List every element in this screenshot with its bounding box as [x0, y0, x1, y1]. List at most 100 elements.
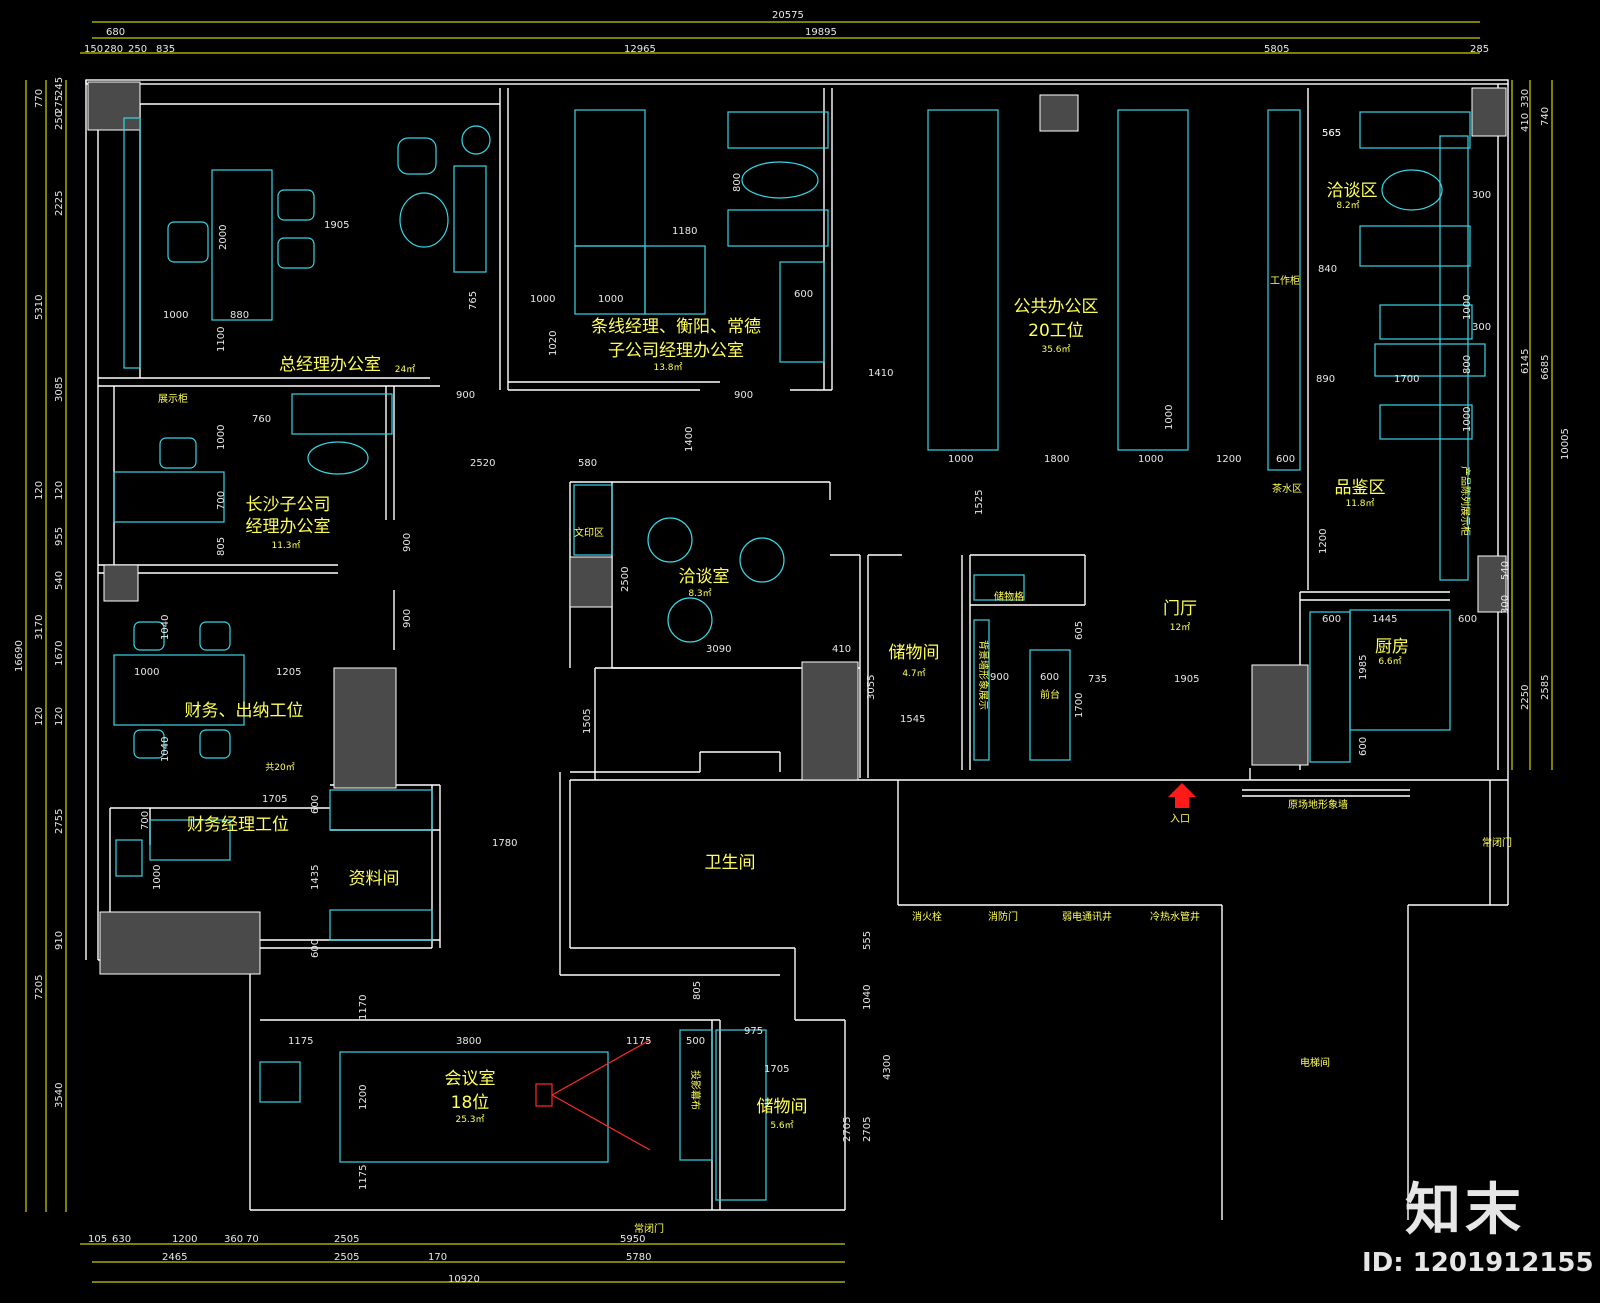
- dim-inner: 765: [468, 291, 479, 310]
- room-meeting-small: 洽谈室: [679, 567, 730, 587]
- dim-inner: 1000: [1164, 405, 1175, 430]
- bottom-dimension-labels: 105 630 1200 360 70 2505 5950 2465 2505 …: [88, 1234, 651, 1285]
- dim-inner: 600: [1040, 672, 1059, 683]
- dim-inner: 900: [456, 390, 475, 401]
- dim-inner: 1905: [324, 220, 349, 231]
- dim-inner: 1000: [163, 310, 188, 321]
- room-archives: 资料间: [349, 869, 400, 889]
- room-changsha: 长沙子公司: [246, 495, 331, 515]
- projector: [535, 1039, 651, 1151]
- dim-inner: 3055: [866, 675, 877, 700]
- room-negotiation-top: 洽谈区: [1327, 181, 1378, 201]
- room-kitchen: 厨房: [1375, 637, 1409, 657]
- room-line-managers-area: 13.8㎡: [653, 362, 682, 373]
- dim-inner: 700: [216, 491, 227, 510]
- dimension-lines: [25, 21, 1553, 1283]
- dim-inner: 4300: [882, 1055, 893, 1080]
- dim-top-680: 680: [106, 27, 125, 38]
- dim-inner: 1700: [1074, 693, 1085, 718]
- inner-dimension-labels: 1905 2000 880 1000 1100 765 900 1000 100…: [134, 128, 1491, 1190]
- room-finance-manager: 财务经理工位: [187, 815, 289, 835]
- dim-inner: 1435: [310, 865, 321, 890]
- label-fire-hydrant: 消火栓: [912, 910, 942, 923]
- dim-inner: 805: [216, 537, 227, 556]
- dim-bottom-70: 70: [246, 1234, 259, 1245]
- dim-inner: 1040: [160, 737, 171, 762]
- dim-top-12965: 12965: [624, 44, 656, 55]
- dim-inner: 975: [744, 1026, 763, 1037]
- dim-inner: 900: [402, 533, 413, 552]
- dim-top-5805: 5805: [1264, 44, 1289, 55]
- room-print-area: 文印区: [574, 526, 604, 539]
- misc-labels: 入口 原场地形象墙 常闭门 常闭门 消火栓 消防门 弱电通讯井 冷热水管井: [634, 798, 1512, 1235]
- dim-inner: 890: [1316, 374, 1335, 385]
- dim-inner: 1175: [358, 1165, 369, 1190]
- room-gm-office-area: 24㎡: [395, 364, 415, 375]
- dim-left-5310: 5310: [34, 295, 45, 320]
- dim-inner: 1200: [1216, 454, 1241, 465]
- room-kitchen-area: 6.6㎡: [1378, 656, 1401, 667]
- dim-inner: 900: [990, 672, 1009, 683]
- room-changsha-area: 11.3㎡: [271, 540, 300, 551]
- dim-inner: 1525: [974, 490, 985, 515]
- dim-inner: 1780: [492, 838, 517, 849]
- dim-inner: 1170: [358, 995, 369, 1020]
- room-tasting: 品鉴区: [1335, 478, 1386, 498]
- dim-top-250: 250: [128, 44, 147, 55]
- dim-inner: 1020: [548, 331, 559, 356]
- dim-right-300: 300: [1472, 190, 1491, 201]
- dim-bottom-1200: 1200: [172, 1234, 197, 1245]
- room-lobby-area: 12㎡: [1170, 622, 1190, 633]
- dim-left-955: 955: [54, 527, 65, 546]
- dim-inner: 800: [1462, 355, 1473, 374]
- dim-left-540: 540: [54, 571, 65, 590]
- dim-inner: 2520: [470, 458, 495, 469]
- entrance-arrow-icon: [1168, 783, 1196, 808]
- label-normally-closed-door-bottom: 常闭门: [634, 1222, 664, 1235]
- room-work-cabinet: 工作柜: [1270, 274, 1300, 287]
- dim-inner: 2705: [842, 1117, 853, 1142]
- dim-inner: 900: [734, 390, 753, 401]
- dim-bottom-2505b: 2505: [334, 1252, 359, 1263]
- dim-right-6685: 6685: [1540, 355, 1551, 380]
- room-finance: 财务、出纳工位: [185, 701, 304, 721]
- dim-right-6145: 6145: [1520, 349, 1531, 374]
- dim-inner: 600: [310, 939, 321, 958]
- dim-right-330: 330: [1520, 89, 1531, 108]
- dim-inner: 1175: [626, 1036, 651, 1047]
- dim-inner: 600: [310, 795, 321, 814]
- dim-left-275: 275: [54, 95, 65, 114]
- dim-inner: 1000: [530, 294, 555, 305]
- label-weak-current-shaft: 弱电通讯井: [1062, 910, 1112, 923]
- dim-inner: 900: [402, 609, 413, 628]
- dim-inner: 600: [1322, 614, 1341, 625]
- dim-left-2755: 2755: [54, 809, 65, 834]
- dim-inner: 1000: [1462, 295, 1473, 320]
- room-tea-area: 茶水区: [1272, 482, 1302, 495]
- dim-inner: 800: [732, 173, 743, 192]
- room-elevator-hall: 电梯间: [1300, 1056, 1330, 1069]
- dim-inner: 500: [686, 1036, 705, 1047]
- dim-bottom-360: 360: [224, 1234, 243, 1245]
- columns: [87, 81, 1507, 975]
- dim-inner: 760: [252, 414, 271, 425]
- dim-right-540: 540: [1500, 561, 1511, 580]
- dim-bottom-10920: 10920: [448, 1274, 480, 1285]
- dim-inner: 1705: [262, 794, 287, 805]
- dim-left-2225: 2225: [54, 191, 65, 216]
- dim-left-120a: 120: [34, 481, 45, 500]
- dim-inner: 1000: [216, 425, 227, 450]
- dim-left-7205: 7205: [34, 975, 45, 1000]
- label-fire-door: 消防门: [988, 910, 1018, 923]
- dim-left-1670: 1670: [54, 641, 65, 666]
- room-meeting-small-area: 8.3㎡: [688, 588, 711, 599]
- dim-inner: 1000: [134, 667, 159, 678]
- dim-inner: 880: [230, 310, 249, 321]
- room-lobby: 门厅: [1163, 599, 1197, 619]
- dim-inner: 1100: [216, 327, 227, 352]
- dim-inner: 1400: [684, 427, 695, 452]
- dim-left-3170: 3170: [34, 615, 45, 640]
- dim-bottom-5780: 5780: [626, 1252, 651, 1263]
- dim-inner: 1505: [582, 709, 593, 734]
